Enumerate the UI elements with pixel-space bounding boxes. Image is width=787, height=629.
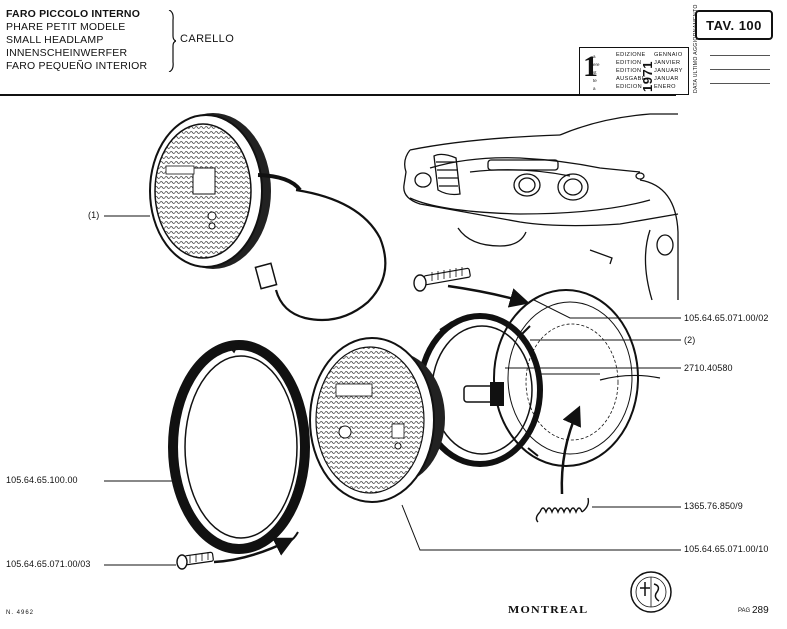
title-brace (168, 10, 176, 72)
callout-spring: 1365.76.850/9 (684, 501, 743, 511)
brand-name: MONTREAL (508, 605, 589, 616)
doc-number: N. 4962 (6, 610, 35, 616)
edition-superscript: st (593, 70, 597, 75)
callout-screw-top: 105.64.65.071.00/02 (684, 313, 769, 323)
callout-item-2: (2) (684, 335, 696, 345)
mounting-bowl (493, 289, 661, 467)
bulb (463, 373, 600, 406)
table-number-box: TAV. 100 (695, 10, 773, 40)
title-italian: FARO PICCOLO INTERNO (6, 8, 141, 20)
edition-superscript: te (593, 78, 597, 83)
edition-number: 1 (583, 50, 598, 83)
callout-item-1: (1) (88, 210, 100, 220)
edition-box: 1 a ere st te a EDIZIONE EDITION EDITION… (579, 47, 689, 95)
edition-superscript: a (593, 54, 596, 59)
lamp-unit (309, 337, 445, 503)
screw-top (413, 267, 530, 308)
page-number: 289 (752, 605, 769, 616)
edition-month: GENNAIO (654, 52, 683, 58)
edition-word: EDIZIONE (616, 52, 646, 58)
title-french: PHARE PETIT MODELE (6, 21, 126, 33)
edition-word: AUSGABE (616, 76, 646, 82)
callout-bulb: 2710.40580 (684, 363, 733, 373)
title-german: INNENSCHEINWERFER (6, 47, 128, 59)
update-line (710, 55, 770, 56)
trim-ring (168, 340, 310, 554)
callout-lamp-unit: 105.64.65.071.00/10 (684, 544, 769, 554)
spring (535, 405, 590, 523)
update-line (710, 83, 770, 84)
edition-month: JANUARY (654, 68, 683, 74)
assembled-headlamp (149, 113, 387, 322)
alfa-romeo-logo (630, 571, 672, 613)
screw-bottom (176, 537, 295, 570)
edition-superscript: ere (593, 62, 600, 67)
edition-month: JANUAR (654, 76, 679, 82)
update-line (710, 69, 770, 70)
header-rule (0, 94, 676, 96)
page-prefix: PAG (738, 608, 751, 614)
edition-word: EDITION (616, 60, 642, 66)
car-front-illustration (403, 113, 679, 301)
edition-word: EDICION (616, 84, 643, 90)
edition-word: EDITION (616, 68, 642, 74)
edition-month: ENERO (654, 84, 676, 90)
title-spanish: FARO PEQUEÑO INTERIOR (6, 60, 148, 72)
edition-month: JANVIER (654, 60, 681, 66)
callout-trim-ring: 105.64.65.100.00 (6, 475, 78, 485)
leader-lines (104, 215, 681, 566)
callout-screw-bottom: 105.64.65.071.00/03 (6, 559, 91, 569)
maker-name: CARELLO (180, 33, 235, 45)
title-english: SMALL HEADLAMP (6, 34, 104, 46)
edition-superscript: a (593, 86, 596, 91)
